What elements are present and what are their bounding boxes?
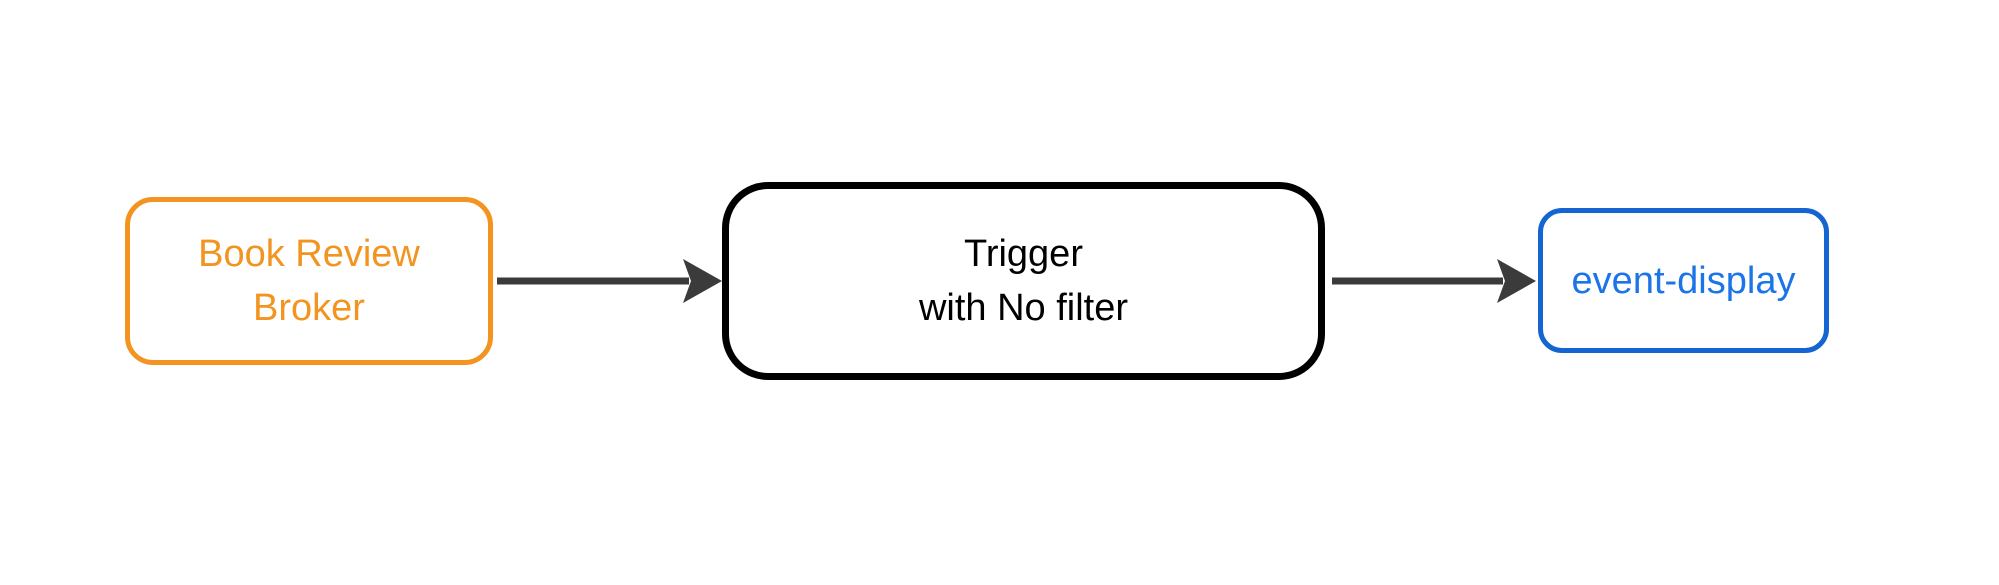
arrowhead-icon (1497, 259, 1536, 303)
arrow-trigger-to-event-display (1332, 259, 1536, 303)
node-label-line: Broker (253, 287, 365, 329)
node-book-review-broker: Book Review Broker (125, 197, 493, 365)
node-label-line: Book Review (198, 233, 420, 275)
arrowhead-icon (683, 259, 722, 303)
node-label-line: Trigger (964, 233, 1083, 275)
node-label-line: event-display (1571, 259, 1796, 302)
arrow-broker-to-trigger (497, 259, 722, 303)
node-label: Trigger with No filter (919, 227, 1128, 335)
node-label-line: with No filter (918, 287, 1129, 329)
node-event-display: event-display (1538, 208, 1829, 353)
node-label: event-display (1572, 254, 1796, 308)
node-trigger-with-no-filter: Trigger with No filter (722, 182, 1325, 380)
node-label: Book Review Broker (198, 227, 420, 335)
